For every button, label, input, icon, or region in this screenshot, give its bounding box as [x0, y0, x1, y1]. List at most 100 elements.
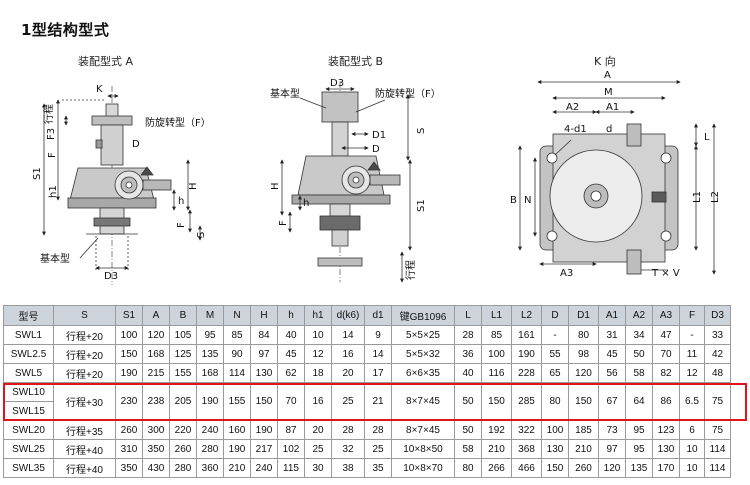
table-cell: 20	[304, 420, 332, 440]
table-cell: 322	[511, 420, 542, 440]
table-cell: 行程+35	[53, 420, 116, 440]
fig-a-S: S	[196, 232, 207, 238]
table-cell: 10	[679, 439, 705, 459]
table-cell: 86	[652, 382, 680, 421]
table-cell: -	[679, 325, 705, 345]
table-cell: 97	[250, 344, 278, 364]
table-cell: 100	[541, 420, 569, 440]
column-header: D	[541, 305, 569, 326]
table-cell: 8×7×45	[391, 420, 455, 440]
fig-a-base: 基本型	[40, 252, 70, 265]
table-cell: 280	[196, 439, 224, 459]
table-cell: 行程+20	[53, 344, 116, 364]
table-cell: SWL35	[3, 458, 54, 478]
table-cell: 98	[568, 344, 599, 364]
fig-a-h1: h1	[48, 185, 59, 198]
fig-b-stroke: 行程	[404, 260, 417, 280]
table-cell: 161	[511, 325, 542, 345]
fig-b-anti-rotation: 防旋转型（F）	[375, 87, 441, 100]
table-cell: 205	[169, 382, 197, 421]
table-cell: 135	[625, 458, 653, 478]
table-cell: 31	[598, 325, 626, 345]
figure-b-labels: 基本型 D3 防旋转型（F） D1 S D H h F S1 行程	[270, 78, 441, 280]
figure-k-caption: K 向	[594, 55, 616, 68]
table-cell: 155	[169, 363, 197, 383]
fig-a-anti-rotation: 防旋转型（F）	[145, 116, 211, 129]
table-cell: 70	[652, 344, 680, 364]
column-header: N	[223, 305, 251, 326]
table-cell: 90	[223, 344, 251, 364]
table-cell: 100	[115, 325, 143, 345]
table-cell: 25	[304, 439, 332, 459]
table-cell: 25	[331, 382, 365, 421]
table-cell: 168	[196, 363, 224, 383]
column-header: S1	[115, 305, 143, 326]
table-cell: 114	[704, 439, 731, 459]
table-cell: 12	[304, 344, 332, 364]
column-header: A2	[625, 305, 653, 326]
table-cell: 215	[142, 363, 170, 383]
table-cell: 280	[169, 458, 197, 478]
table-cell: 170	[652, 458, 680, 478]
fig-b-H: H	[270, 182, 281, 190]
table-cell: 82	[652, 363, 680, 383]
table-cell: 120	[568, 363, 599, 383]
column-header: h1	[304, 305, 332, 326]
figure-b-caption: 装配型式 B	[328, 55, 384, 68]
table-cell: 100	[481, 344, 512, 364]
table-cell: 350	[115, 458, 143, 478]
table-cell: SWL25	[3, 439, 54, 459]
table-cell: 6.5	[679, 382, 705, 421]
table-cell: 95	[196, 325, 224, 345]
table-cell: 40	[277, 325, 305, 345]
table-cell: 87	[277, 420, 305, 440]
table-cell: 73	[598, 420, 626, 440]
fig-b-h: h	[303, 198, 309, 209]
table-cell: 17	[364, 363, 392, 383]
column-header: H	[250, 305, 278, 326]
table-cell: 行程+20	[53, 363, 116, 383]
table-cell: 360	[196, 458, 224, 478]
table-cell: 114	[704, 458, 731, 478]
table-cell: 210	[481, 439, 512, 459]
column-header: d(k6)	[331, 305, 365, 326]
table-cell: 368	[511, 439, 542, 459]
table-cell: 190	[196, 382, 224, 421]
table-cell: 28	[454, 325, 482, 345]
fig-a-H: H	[188, 182, 199, 190]
table-cell: 50	[454, 420, 482, 440]
table-cell: 185	[568, 420, 599, 440]
table-cell: 62	[277, 363, 305, 383]
table-cell: 125	[169, 344, 197, 364]
fig-a-K: K	[96, 84, 103, 95]
fig-k-L: L	[704, 132, 710, 143]
table-cell: 21	[364, 382, 392, 421]
table-cell: 260	[169, 439, 197, 459]
column-header: L	[454, 305, 482, 326]
column-header: F	[679, 305, 705, 326]
table-cell: 50	[454, 382, 482, 421]
fig-b-S1: S1	[416, 199, 427, 212]
table-cell: 行程+30	[53, 382, 116, 421]
table-cell: 48	[704, 363, 731, 383]
table-cell: 466	[511, 458, 542, 478]
fig-a-h: h	[178, 196, 184, 207]
fig-a-S1: S1	[32, 167, 43, 180]
table-cell: 70	[277, 382, 305, 421]
figure-b-drawing	[280, 82, 412, 283]
table-cell: 123	[652, 420, 680, 440]
table-cell: 85	[481, 325, 512, 345]
table-cell: 220	[169, 420, 197, 440]
table-cell: 34	[625, 325, 653, 345]
table-cell: 75	[704, 382, 731, 421]
table-cell: 9	[364, 325, 392, 345]
table-cell: 32	[331, 439, 365, 459]
fig-a-stroke: 行程	[42, 104, 55, 124]
table-cell: 12	[679, 363, 705, 383]
fig-k-M: M	[604, 87, 613, 98]
table-cell: 240	[196, 420, 224, 440]
column-header: A	[142, 305, 170, 326]
